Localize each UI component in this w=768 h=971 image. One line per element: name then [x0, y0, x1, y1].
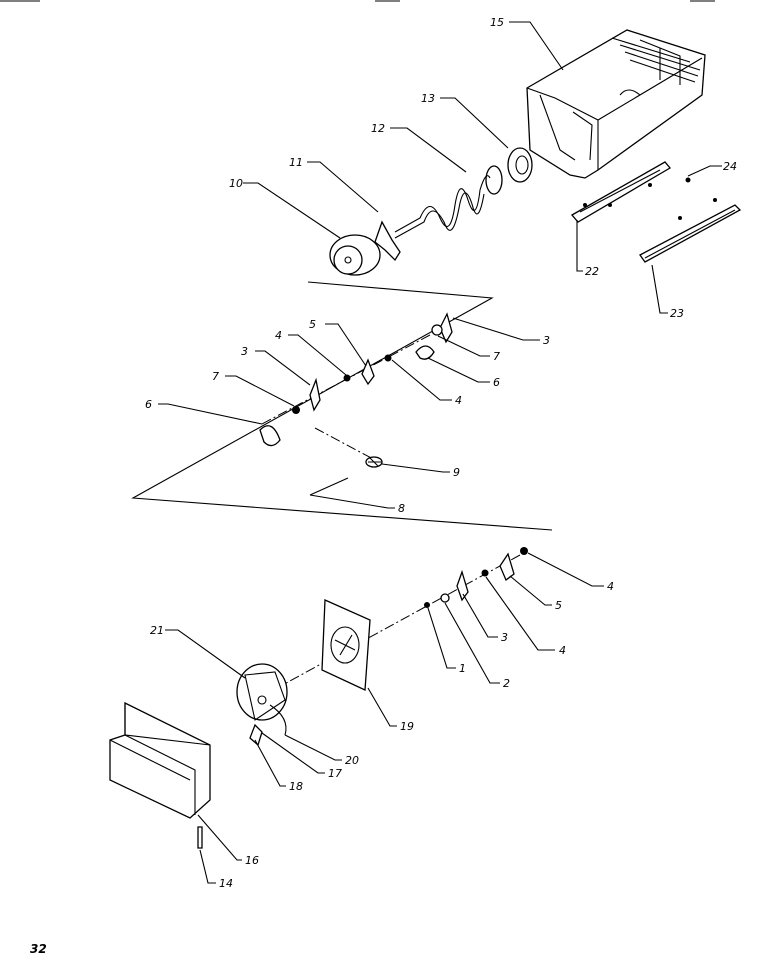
callout-22: 22 — [585, 265, 599, 278]
callout-6-left: 6 — [145, 398, 152, 411]
assembly-axis-line — [309, 477, 349, 496]
callout-18: 18 — [289, 780, 303, 793]
callout-1: 1 — [459, 662, 466, 675]
callout-19: 19 — [400, 720, 414, 733]
blade-part-11 — [374, 220, 401, 262]
callout-15: 15 — [490, 16, 504, 29]
callout-5-lower: 5 — [555, 599, 562, 612]
ice-bucket-part-15 — [526, 29, 706, 179]
callout-17: 17 — [328, 767, 342, 780]
screw-part-24 — [685, 177, 691, 183]
callout-8: 8 — [398, 502, 405, 515]
callout-10: 10 — [229, 177, 243, 190]
collar-part-13 — [507, 147, 533, 183]
callout-16: 16 — [245, 854, 259, 867]
mounting-plate-part-19 — [321, 599, 371, 691]
assembly-axis-dash — [314, 427, 376, 461]
front-cover-part-16 — [109, 701, 211, 819]
callout-4-mid: 4 — [455, 394, 462, 407]
auger-wheel-part-10 — [329, 234, 381, 276]
callout-6-top: 6 — [493, 376, 500, 389]
callout-9: 9 — [453, 466, 460, 479]
callout-3-lower: 3 — [501, 631, 508, 644]
motor-housing-part-20 — [236, 663, 288, 736]
assembly-axis-dash — [267, 554, 521, 694]
callout-24: 24 — [723, 160, 737, 173]
callout-4-lower: 4 — [559, 644, 566, 657]
small-parts-middle — [259, 312, 453, 468]
callout-13: 13 — [421, 92, 435, 105]
rail-part-22 — [570, 161, 671, 223]
callout-5-mid: 5 — [309, 318, 316, 331]
callout-4-lower-right: 4 — [607, 580, 614, 593]
rail-part-23 — [639, 198, 742, 263]
auger-spring-part-12 — [394, 165, 503, 239]
callout-14: 14 — [219, 877, 233, 890]
callout-11: 11 — [289, 156, 303, 169]
callout-7-left: 7 — [212, 370, 219, 383]
assembly-axis-line — [131, 281, 553, 531]
callout-4-left: 4 — [275, 329, 282, 342]
callout-3-left: 3 — [241, 345, 248, 358]
callout-7-top: 7 — [493, 350, 500, 363]
screw-part-14 — [197, 826, 203, 849]
callout-20: 20 — [345, 754, 359, 767]
page-number: 32 — [30, 942, 47, 956]
small-parts-lower — [424, 547, 528, 608]
leader-lines — [158, 21, 722, 884]
callout-12: 12 — [371, 122, 385, 135]
callout-21: 21 — [150, 624, 164, 637]
callout-23: 23 — [670, 307, 684, 320]
callout-2: 2 — [503, 677, 510, 690]
callout-3-top: 3 — [543, 334, 550, 347]
